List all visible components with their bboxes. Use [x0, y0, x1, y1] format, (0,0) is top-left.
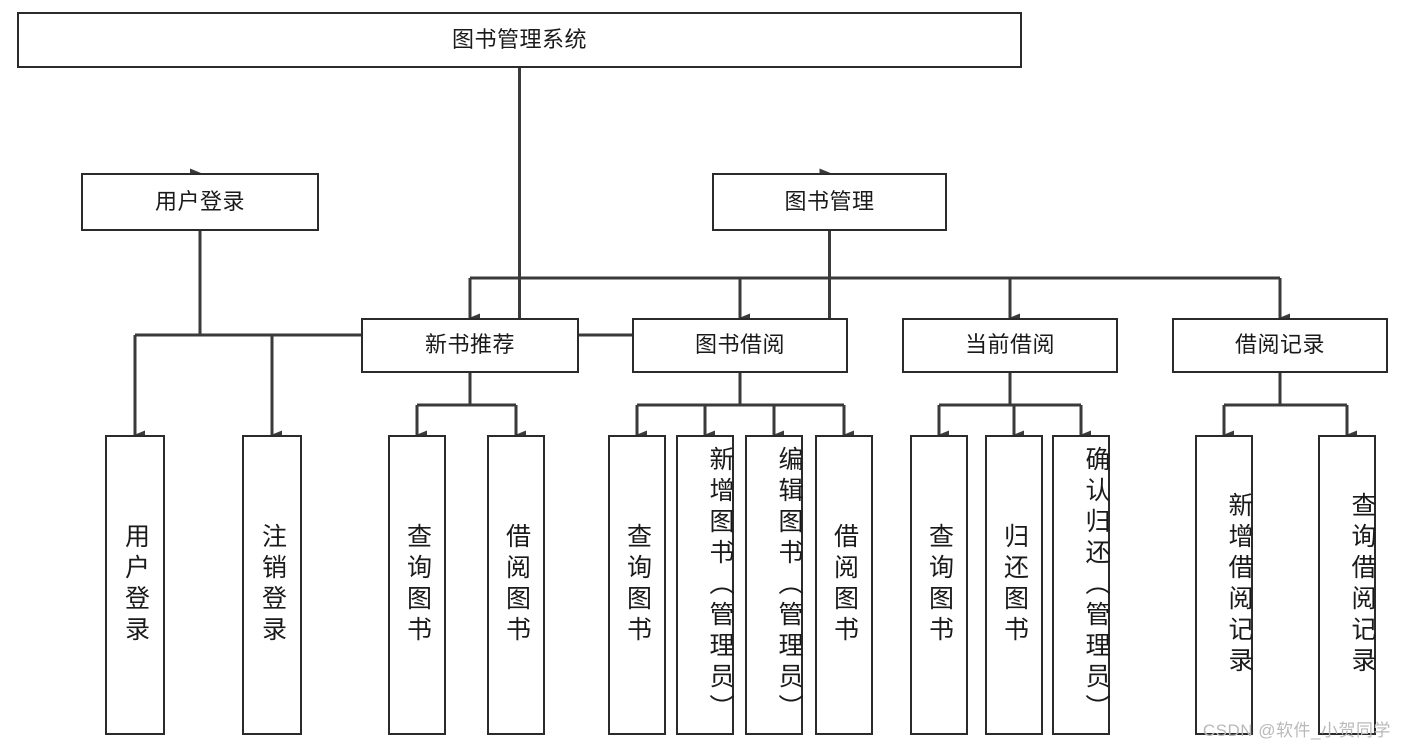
node-leaf-cur-return-book: 归还图书 [985, 435, 1043, 735]
node-current-borrow: 当前借阅 [902, 318, 1118, 373]
node-root: 图书管理系统 [17, 12, 1022, 68]
node-label: 归还图书 [1000, 523, 1029, 647]
node-leaf-user-logout: 注销登录 [242, 435, 302, 735]
node-label: 图书管理系统 [451, 26, 587, 52]
node-label: 查询图书 [403, 523, 432, 647]
node-leaf-user-login: 用户登录 [105, 435, 165, 735]
csdn-watermark: CSDN @软件_小贺同学 [1202, 721, 1391, 740]
node-leaf-rec-query-record: 查询借阅记录 [1318, 435, 1376, 735]
node-label: 注销登录 [258, 523, 287, 647]
node-book-manage: 图书管理 [712, 173, 947, 231]
node-borrow-record: 借阅记录 [1172, 318, 1388, 373]
node-leaf-rec-add-record: 新增借阅记录 [1195, 435, 1253, 735]
node-label: 查询借阅记录 [1348, 492, 1376, 678]
node-label: 编辑图书（管理员） [775, 445, 803, 725]
node-label: 查询图书 [925, 523, 954, 647]
node-label: 图书管理 [784, 188, 875, 214]
node-label: 借阅图书 [830, 523, 859, 647]
node-label: 查询图书 [623, 523, 652, 647]
node-label: 新增图书（管理员） [706, 445, 734, 725]
node-leaf-rec-borrow-book: 借阅图书 [487, 435, 545, 735]
node-book-borrow: 图书借阅 [632, 318, 848, 373]
node-label: 用户登录 [154, 188, 245, 214]
node-leaf-cur-query-book: 查询图书 [910, 435, 968, 735]
node-label: 借阅记录 [1234, 332, 1325, 358]
node-leaf-borrow-edit-book: 编辑图书（管理员） [745, 435, 803, 735]
node-leaf-borrow-borrow-book: 借阅图书 [815, 435, 873, 735]
node-label: 图书借阅 [694, 332, 785, 358]
node-user-login: 用户登录 [81, 173, 319, 231]
node-label: 当前借阅 [964, 332, 1055, 358]
node-leaf-borrow-add-book: 新增图书（管理员） [676, 435, 734, 735]
node-label: 借阅图书 [502, 523, 531, 647]
node-label: 新书推荐 [424, 332, 515, 358]
node-leaf-rec-query-book: 查询图书 [388, 435, 446, 735]
node-leaf-cur-confirm-return: 确认归还（管理员） [1052, 435, 1110, 735]
node-label: 新增借阅记录 [1225, 492, 1253, 678]
node-leaf-borrow-query-book: 查询图书 [608, 435, 666, 735]
node-label: 确认归还（管理员） [1082, 445, 1110, 725]
node-new-book-rec: 新书推荐 [361, 318, 579, 373]
node-label: 用户登录 [121, 523, 150, 647]
